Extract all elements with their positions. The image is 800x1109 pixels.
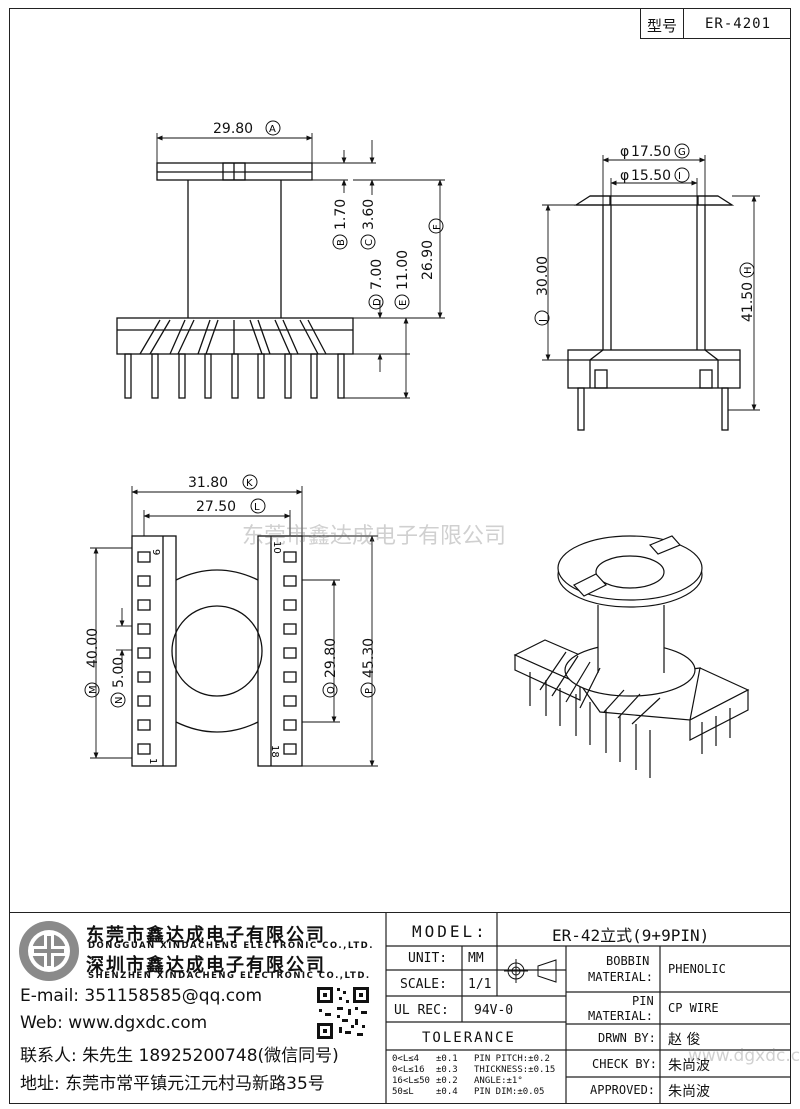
- drawing-sheet: [9, 8, 791, 1104]
- approved-value: 朱尚波: [668, 1084, 710, 1100]
- svg-text:3.60: 3.60: [361, 199, 377, 230]
- bobbin-label-2: MATERIAL:: [588, 970, 654, 984]
- unit-value: MM: [468, 951, 484, 966]
- svg-text:L: L: [254, 502, 260, 513]
- svg-text:I: I: [678, 171, 681, 182]
- drawn-by-label: DRWN BY:: [598, 1031, 656, 1045]
- svg-text:27.50: 27.50: [196, 499, 236, 515]
- top-view: [90, 486, 378, 767]
- scale-value: 1/1: [468, 977, 492, 992]
- dim-value: 29.80: [213, 121, 253, 137]
- watermark-text: 东莞市鑫达成电子有限公司: [242, 524, 507, 549]
- check-by-value: 朱尚波: [668, 1058, 710, 1074]
- company-email: E-mail: 351158585@qq.com: [20, 986, 263, 1006]
- svg-text:17.50: 17.50: [631, 144, 671, 160]
- ulrec-value: 94V-0: [474, 1003, 514, 1018]
- unit-label: UNIT:: [408, 951, 448, 966]
- svg-text:1.70: 1.70: [333, 199, 349, 230]
- tolerance-label: TOLERANCE: [422, 1030, 516, 1046]
- svg-text:11.00: 11.00: [395, 250, 411, 290]
- technical-drawing: 29.80 A B 1.70 C 3.60 F 26.90 D 7.00 E 1…: [84, 120, 760, 778]
- svg-text:41.50: 41.50: [740, 282, 756, 322]
- company-name-cn-1: 东莞市鑫达成电子有限公司: [86, 925, 326, 946]
- model-value: ER-42立式(9+9PIN): [552, 926, 710, 945]
- pin-label-1: PIN: [632, 994, 654, 1008]
- model-code: ER-4201: [705, 16, 772, 32]
- svg-text:C: C: [364, 239, 375, 246]
- qr-code-icon: [315, 985, 371, 1041]
- tolerance-row: 16<L≤50 ±0.2 ANGLE:±1°: [392, 1076, 523, 1086]
- company-address: 地址: 东莞市常平镇元江元村马新路35号: [20, 1074, 325, 1094]
- svg-text:26.90: 26.90: [420, 240, 436, 280]
- title-block: [9, 912, 791, 1104]
- check-by-label: CHECK BY:: [592, 1057, 658, 1071]
- svg-text:K: K: [246, 478, 253, 489]
- pin-material-value: CP WIRE: [668, 1001, 719, 1015]
- svg-text:B: B: [336, 239, 347, 246]
- svg-text:E: E: [398, 300, 409, 306]
- svg-text:M: M: [88, 685, 99, 694]
- svg-text:G: G: [678, 147, 686, 158]
- svg-text:10: 10: [271, 541, 282, 554]
- drawn-by-value: 赵 俊: [668, 1032, 701, 1048]
- svg-text:9: 9: [150, 549, 161, 555]
- svg-text:1: 1: [147, 758, 158, 764]
- company-name-cn-2: 深圳市鑫达成电子有限公司: [86, 955, 326, 976]
- svg-text:18: 18: [269, 745, 280, 758]
- svg-text:A: A: [269, 124, 276, 135]
- svg-text:45.30: 45.30: [361, 638, 377, 678]
- svg-text:P: P: [364, 688, 375, 694]
- bobbin-material-value: PHENOLIC: [668, 962, 726, 976]
- front-view: [116, 133, 445, 399]
- svg-text:5.00: 5.00: [111, 657, 127, 688]
- tolerance-table: 0<L≤4 ±0.1 PIN PITCH:±0.2 0<L≤16 ±0.3 TH…: [392, 1054, 564, 1098]
- pin-label-2: MATERIAL:: [588, 1009, 654, 1023]
- tolerance-row: 50≤L ±0.4 PIN DIM:±0.05: [392, 1087, 545, 1097]
- approved-label: APPROVED:: [590, 1083, 656, 1097]
- scale-label: SCALE:: [400, 977, 447, 992]
- bobbin-label-1: BOBBIN: [606, 954, 650, 968]
- svg-text:30.00: 30.00: [535, 256, 551, 296]
- svg-text:φ: φ: [620, 168, 629, 184]
- type-label: 型号: [647, 17, 678, 35]
- isometric-view: [513, 535, 750, 778]
- side-view: [542, 155, 760, 431]
- svg-text:7.00: 7.00: [369, 259, 385, 290]
- svg-text:15.50: 15.50: [631, 168, 671, 184]
- top-view-dims: 31.80 K 27.50 L M 40.00 N 5.00 O 29.80 P…: [84, 474, 377, 764]
- watermark-site: www.dgxdc.com: [688, 1046, 800, 1066]
- model-label: MODEL:: [412, 922, 488, 941]
- svg-text:N: N: [114, 697, 125, 704]
- svg-text:D: D: [372, 298, 383, 306]
- front-view-dims: 29.80 A B 1.70 C 3.60 F 26.90 D 7.00 E 1…: [213, 120, 444, 310]
- side-view-dims: φ 17.50 G φ 15.50 I J 30.00 41.50 H: [534, 143, 756, 326]
- company-web: Web: www.dgxdc.com: [20, 1013, 208, 1033]
- svg-text:O: O: [326, 686, 337, 694]
- company-name-en-2: SHENZHEN XINDACHENG ELECTRONIC CO.,LTD.: [88, 971, 371, 981]
- company-contact: 联系人: 朱先生 18925200748(微信同号): [20, 1046, 339, 1066]
- projection-symbol-icon: [504, 959, 557, 983]
- company-logo-icon: [19, 921, 79, 981]
- company-name-en-1: DONGGUAN XINDACHENG ELECTRONIC CO.,LTD.: [88, 941, 374, 951]
- svg-text:H: H: [743, 266, 754, 274]
- model-header-box: 型号 ER-4201: [640, 9, 790, 39]
- ulrec-label: UL REC:: [394, 1003, 449, 1018]
- svg-text:29.80: 29.80: [323, 638, 339, 678]
- svg-text:31.80: 31.80: [188, 475, 228, 491]
- tolerance-row: 0<L≤4 ±0.1 PIN PITCH:±0.2: [392, 1054, 550, 1064]
- svg-text:F: F: [432, 224, 443, 230]
- svg-text:J: J: [538, 319, 549, 323]
- svg-text:φ: φ: [620, 144, 629, 160]
- svg-text:40.00: 40.00: [85, 628, 101, 668]
- tolerance-row: 0<L≤16 ±0.3 THICKNESS:±0.15: [392, 1065, 556, 1075]
